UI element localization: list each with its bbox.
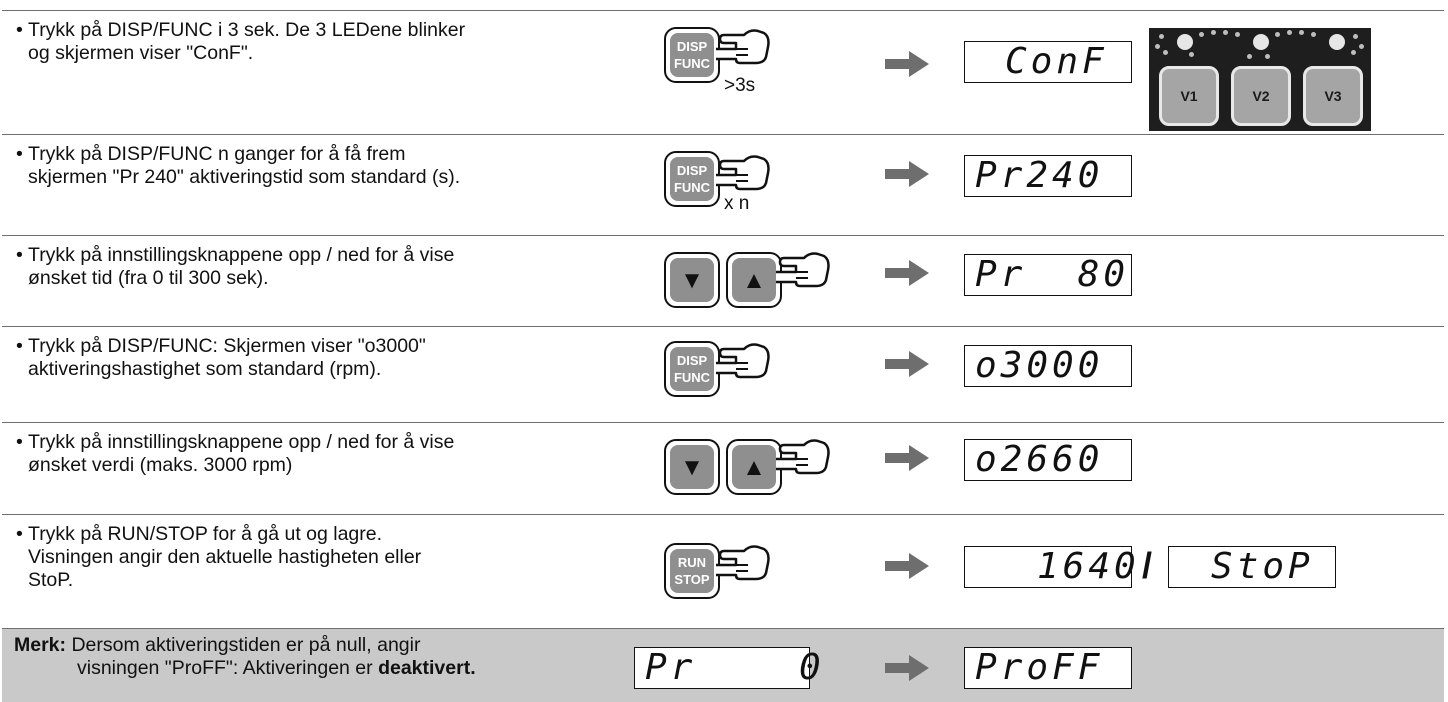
- step-row-6: •Trykk på RUN/STOP for å gå ut og lagre.…: [2, 514, 1444, 628]
- display-pr80: Pr 80: [964, 254, 1132, 296]
- step-text-line: Trykk på DISP/FUNC i 3 sek. De 3 LEDene …: [28, 19, 466, 41]
- note-line-2: visningen "ProFF": Aktiveringen er: [77, 657, 379, 679]
- disp-func-key: DISP FUNC: [664, 27, 720, 83]
- down-arrow-icon: ▼: [670, 258, 714, 302]
- key-label: RUN: [677, 555, 707, 570]
- note-row: Merk: Dersom aktiveringstiden er på null…: [2, 628, 1444, 702]
- step-row-1: •Trykk på DISP/FUNC i 3 sek. De 3 LEDene…: [2, 10, 1444, 134]
- display-pr0: Pr 0: [634, 647, 821, 689]
- key-label: FUNC: [673, 180, 711, 195]
- hold-duration: >3s: [724, 75, 756, 96]
- right-arrow-icon: [885, 351, 929, 377]
- note-label: Merk:: [14, 634, 67, 656]
- step-text-line: og skjermen viser "ConF".: [28, 42, 254, 64]
- step-text-line: StoP.: [28, 569, 74, 591]
- down-arrow-icon: ▼: [670, 445, 714, 489]
- down-key: ▼: [664, 252, 720, 308]
- display-o2660: o2660: [964, 439, 1132, 481]
- step-text-line: aktiveringshastighet som standard (rpm).: [28, 358, 382, 380]
- display-stop: StoP: [1168, 546, 1336, 588]
- led-icon: [1253, 34, 1269, 50]
- v3-button: V3: [1303, 66, 1363, 126]
- pointing-hand-icon: [716, 155, 770, 191]
- step-row-5: •Trykk på innstillingsknappene opp / ned…: [2, 422, 1444, 514]
- key-label: DISP: [676, 353, 708, 368]
- step-text: •Trykk på innstillingsknappene opp / ned…: [16, 431, 656, 477]
- step-text-line: ønsket tid (fra 0 til 300 sek).: [28, 267, 269, 289]
- step-text-line: ønsket verdi (maks. 3000 rpm): [28, 454, 293, 476]
- pointing-hand-icon: [776, 439, 830, 475]
- v2-button: V2: [1231, 66, 1291, 126]
- step-row-2: •Trykk på DISP/FUNC n ganger for å få fr…: [2, 134, 1444, 235]
- key-label: FUNC: [673, 370, 711, 385]
- separator: /: [1142, 545, 1153, 586]
- disp-func-key: DISP FUNC: [664, 151, 720, 207]
- display-o3000: o3000: [964, 345, 1132, 387]
- pointing-hand-icon: [716, 343, 770, 379]
- step-text: •Trykk på DISP/FUNC n ganger for å få fr…: [16, 143, 656, 189]
- step-text: •Trykk på DISP/FUNC i 3 sek. De 3 LEDene…: [16, 19, 656, 65]
- step-text-line: Trykk på innstillingsknappene opp / ned …: [28, 244, 455, 266]
- note-emphasis: deaktivert.: [378, 657, 476, 679]
- up-arrow-icon: ▲: [732, 445, 776, 489]
- up-key: ▲: [726, 252, 782, 308]
- right-arrow-icon: [885, 553, 929, 579]
- step-text-line: Trykk på DISP/FUNC: Skjermen viser "o300…: [28, 335, 426, 357]
- step-row-3: •Trykk på innstillingsknappene opp / ned…: [2, 235, 1444, 326]
- key-label: FUNC: [673, 56, 711, 71]
- right-arrow-icon: [885, 161, 929, 187]
- key-label: DISP: [676, 163, 708, 178]
- right-arrow-icon: [885, 655, 929, 681]
- key-label: DISP: [676, 39, 708, 54]
- press-count: x n: [724, 193, 750, 214]
- led-icon: [1177, 34, 1193, 50]
- led-panel: V1 V2 V3: [1149, 28, 1371, 131]
- step-text-line: Visningen angir den aktuelle hastigheten…: [28, 546, 422, 568]
- step-text: •Trykk på DISP/FUNC: Skjermen viser "o30…: [16, 335, 656, 381]
- disp-func-key: DISP FUNC: [664, 341, 720, 397]
- pointing-hand-icon: [776, 252, 830, 288]
- step-row-4: •Trykk på DISP/FUNC: Skjermen viser "o30…: [2, 326, 1444, 422]
- up-arrow-icon: ▲: [732, 258, 776, 302]
- display-speed: 1640: [964, 546, 1136, 588]
- v1-button: V1: [1159, 66, 1219, 126]
- step-text-line: Trykk på DISP/FUNC n ganger for å få fre…: [28, 143, 406, 165]
- right-arrow-icon: [885, 445, 929, 471]
- step-text-line: Trykk på RUN/STOP for å gå ut og lagre.: [28, 523, 383, 545]
- key-label: STOP: [674, 572, 710, 587]
- down-key: ▼: [664, 439, 720, 495]
- right-arrow-icon: [885, 51, 929, 77]
- step-text: •Trykk på innstillingsknappene opp / ned…: [16, 244, 656, 290]
- right-arrow-icon: [885, 260, 929, 286]
- step-text: •Trykk på RUN/STOP for å gå ut og lagre.…: [16, 523, 656, 592]
- run-stop-key: RUN STOP: [664, 543, 720, 599]
- led-icon: [1329, 34, 1345, 50]
- pointing-hand-icon: [716, 545, 770, 581]
- display-proff: ProFF: [964, 647, 1132, 689]
- display-conf: ConF: [964, 41, 1132, 83]
- note-line-1: Dersom aktiveringstiden er på null, angi…: [71, 634, 421, 656]
- note-text: Merk: Dersom aktiveringstiden er på null…: [14, 634, 476, 680]
- display-pr240: Pr240: [964, 155, 1132, 197]
- step-text-line: skjermen "Pr 240" aktiveringstid som sta…: [28, 166, 461, 188]
- step-text-line: Trykk på innstillingsknappene opp / ned …: [28, 431, 455, 453]
- pointing-hand-icon: [716, 29, 770, 65]
